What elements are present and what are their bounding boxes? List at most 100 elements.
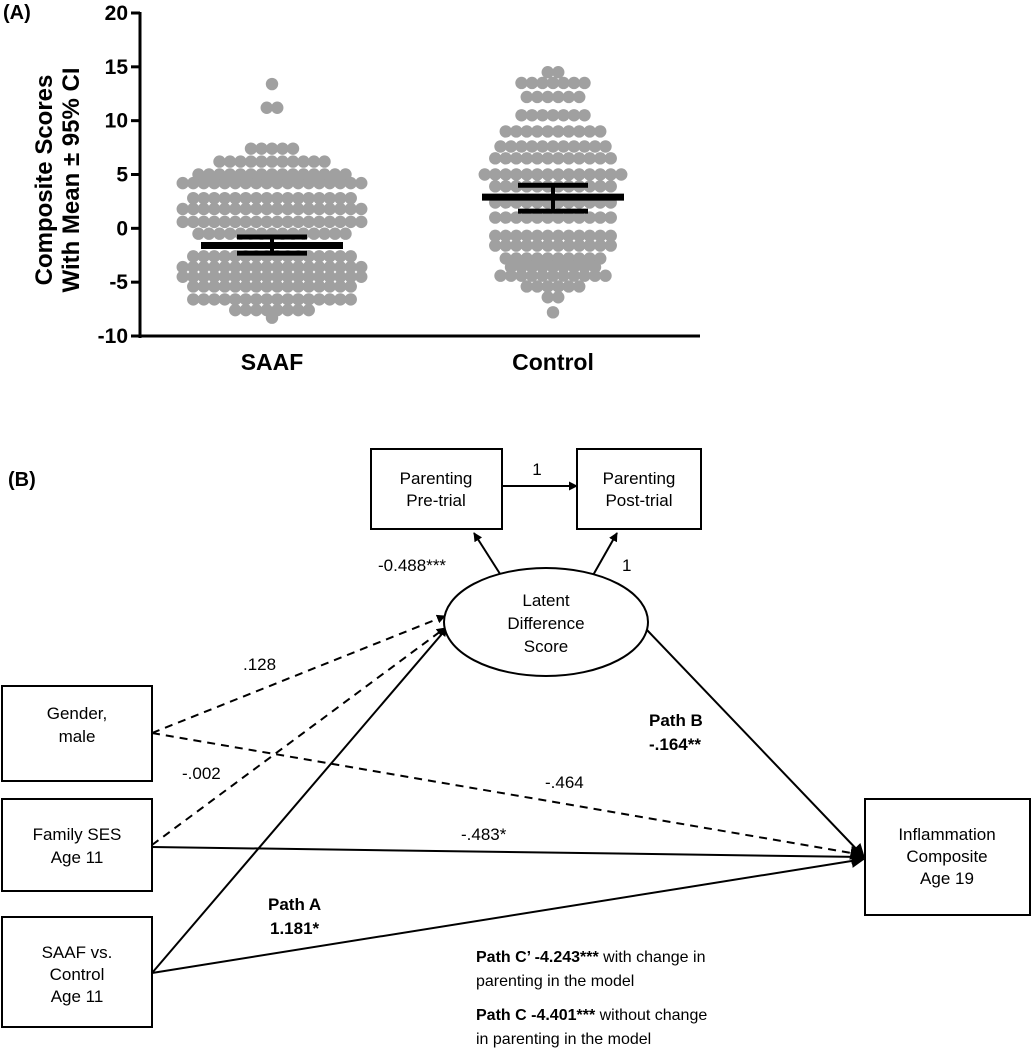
data-point (187, 215, 200, 229)
data-point (292, 191, 305, 205)
data-point (244, 142, 258, 155)
data-point (239, 293, 252, 306)
data-point (520, 168, 533, 181)
data-point (604, 239, 617, 252)
data-point (313, 202, 326, 216)
data-point (334, 280, 347, 293)
path-c-prime-note-line2: parenting in the model (476, 973, 634, 990)
data-point (229, 260, 242, 274)
data-point (525, 109, 539, 122)
data-point (260, 202, 273, 216)
path-c-bold: Path C -4.401*** (476, 1007, 596, 1024)
data-point (499, 168, 512, 181)
data-point (302, 176, 315, 190)
data-point (594, 152, 607, 165)
data-point (239, 191, 252, 205)
data-point (578, 269, 591, 282)
data-point (218, 293, 231, 306)
data-point (334, 202, 347, 216)
data-point (344, 215, 357, 229)
data-point (499, 152, 512, 165)
x-category-label: Control (512, 349, 594, 375)
data-point (504, 140, 518, 153)
data-point (313, 176, 326, 190)
data-point (562, 239, 575, 252)
data-point (499, 211, 512, 224)
data-point (229, 215, 242, 229)
node-label-line: Age 19 (920, 869, 974, 888)
y-tick-label: 0 (116, 217, 128, 240)
data-point (515, 140, 528, 153)
data-point (541, 229, 554, 243)
data-point (520, 229, 533, 243)
data-point (594, 239, 607, 252)
data-point (520, 239, 533, 252)
node-label-line: Control (50, 965, 105, 984)
data-point (525, 76, 539, 90)
data-point (515, 269, 528, 282)
y-tick-label: 20 (105, 2, 128, 25)
data-point (578, 76, 591, 90)
data-point (562, 152, 575, 165)
path-c-prime-rest: with change in (599, 949, 706, 966)
data-point (615, 168, 628, 181)
data-point (536, 260, 549, 274)
data-point (552, 66, 565, 79)
y-axis-title-line1: Composite Scores (31, 75, 58, 286)
data-point (552, 280, 565, 293)
edge-saaf-to-inflammation-path-c (151, 854, 866, 974)
data-point (531, 211, 544, 224)
data-point (546, 306, 560, 319)
data-point (250, 293, 263, 306)
data-point (541, 211, 554, 224)
data-point (250, 270, 263, 283)
data-point (546, 260, 560, 274)
edge-label-path-a-title: Path A (268, 895, 321, 914)
data-point (588, 260, 602, 274)
data-point (334, 260, 347, 274)
data-point (594, 180, 607, 193)
y-axis-title: Composite Scores With Mean ± 95% CI (31, 68, 85, 293)
data-point (281, 293, 294, 306)
node-inflammation-composite: Inflammation Composite Age 19 (864, 798, 1031, 916)
data-point (344, 270, 357, 283)
data-point (478, 168, 491, 181)
data-point (546, 269, 560, 282)
data-point (218, 202, 231, 216)
data-point (573, 168, 586, 181)
data-point (531, 168, 544, 181)
node-label-line: Inflammation (898, 825, 995, 844)
data-point (546, 109, 560, 122)
edge-label-path-a-value: 1.181* (270, 919, 320, 938)
panel-a-chart: (A) Composite Scores With Mean ± 95% CI … (3, 2, 700, 375)
data-point (541, 125, 554, 138)
data-point (239, 280, 252, 293)
data-point (588, 140, 602, 153)
data-point (323, 293, 336, 306)
data-point (260, 176, 273, 190)
data-point (187, 293, 200, 306)
data-point (604, 152, 617, 165)
data-point (531, 280, 544, 293)
data-point (229, 191, 242, 205)
data-point (531, 152, 544, 165)
mean-ci-bars (201, 182, 624, 256)
node-parenting-pre-trial: Parenting Pre-trial (370, 448, 503, 530)
node-label-line: Latent (522, 591, 570, 610)
data-point (318, 155, 331, 168)
data-point (250, 215, 263, 229)
edge-label-latent-to-post: 1 (622, 556, 631, 575)
data-points (176, 66, 628, 324)
data-point (552, 239, 565, 252)
data-point (229, 280, 242, 293)
edge-label-ses-to-latent: -.002 (182, 764, 221, 783)
data-point (567, 269, 581, 282)
data-point (536, 109, 549, 122)
data-point (276, 155, 289, 168)
edge-label-path-b-value: -.164** (649, 735, 701, 754)
data-point (588, 269, 602, 282)
data-point (510, 152, 523, 165)
data-point (504, 269, 518, 282)
data-point (208, 250, 221, 263)
data-point (552, 168, 565, 181)
